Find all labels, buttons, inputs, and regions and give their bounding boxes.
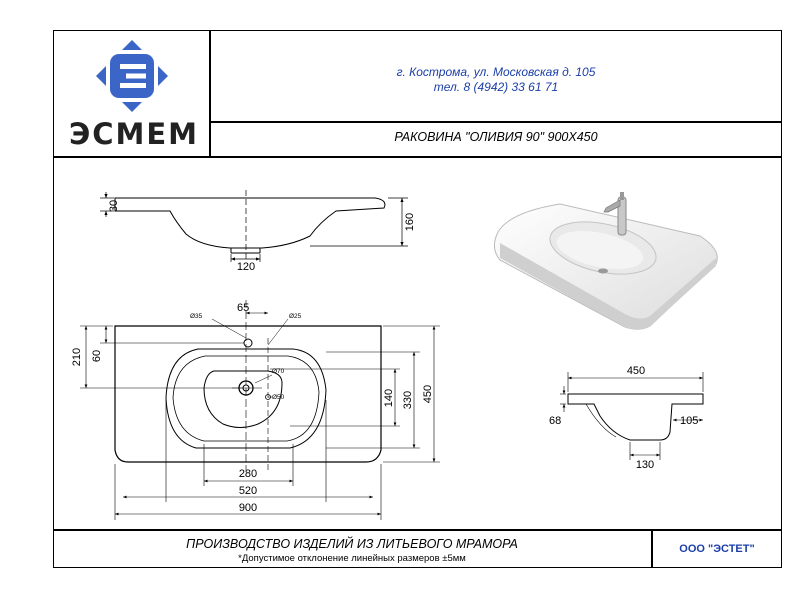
company-name: ООО "ЭСТЕТ" — [679, 543, 755, 555]
plan-view — [80, 300, 440, 520]
dim-small-depth: 450 — [627, 365, 645, 377]
logo-wordmark: ЭСМЕМ — [68, 117, 200, 151]
dim-overall-depth: 450 — [422, 385, 434, 403]
small-section-view — [560, 372, 704, 460]
dim-drain-diameter: Ø50 — [272, 394, 285, 401]
logo-diamond-left — [96, 66, 106, 86]
dim-side-height: 160 — [404, 213, 416, 231]
footer-top-divider — [53, 529, 782, 531]
dim-bowl-depth: 330 — [402, 391, 414, 409]
logo-diamond-bottom — [122, 102, 142, 112]
company-logo — [96, 40, 168, 112]
footer-title: ПРОИЗВОДСТВО ИЗДЕЛИЙ ИЗ ЛИТЬЕВОГО МРАМОР… — [186, 537, 518, 551]
dim-bowl-width: 520 — [239, 485, 257, 497]
header-mid-divider — [209, 121, 782, 123]
footer-note: *Допустимое отклонение линейных размеров… — [238, 553, 466, 564]
dim-depth-total: 210 — [71, 348, 83, 366]
product-illustration — [494, 192, 718, 330]
dim-bowl-depth-inner: 140 — [383, 389, 395, 407]
logo-diamond-top — [122, 40, 142, 50]
drawing-frame — [53, 30, 782, 568]
dim-overall-width: 900 — [239, 502, 257, 514]
dim-bowl-inner-width: 280 — [239, 468, 257, 480]
dim-side-thickness: 30 — [108, 200, 120, 212]
footer-divider — [651, 529, 653, 568]
dim-small-drain: 130 — [636, 459, 654, 471]
dim-small-offset: 105 — [680, 415, 698, 427]
dim-tap-offset: 65 — [237, 302, 249, 314]
dim-overflow: Ø25 — [289, 313, 302, 320]
product-title: РАКОВИНА "ОЛИВИЯ 90" 900Х450 — [394, 130, 598, 144]
dim-tap-hole: Ø35 — [190, 313, 203, 320]
address-line: г. Кострома, ул. Московская д. 105 — [396, 65, 596, 79]
phone-line: тел. 8 (4942) 33 61 71 — [433, 80, 559, 94]
header-bottom-divider — [53, 156, 782, 158]
dim-drain-width: 120 — [237, 261, 255, 273]
title-block-divider — [209, 30, 211, 157]
logo-diamond-right — [158, 66, 168, 86]
dim-bowl-diameter: Ø70 — [272, 368, 285, 375]
dim-tap-depth: 60 — [91, 350, 103, 362]
dim-small-height: 68 — [549, 415, 561, 427]
side-profile — [100, 190, 408, 262]
